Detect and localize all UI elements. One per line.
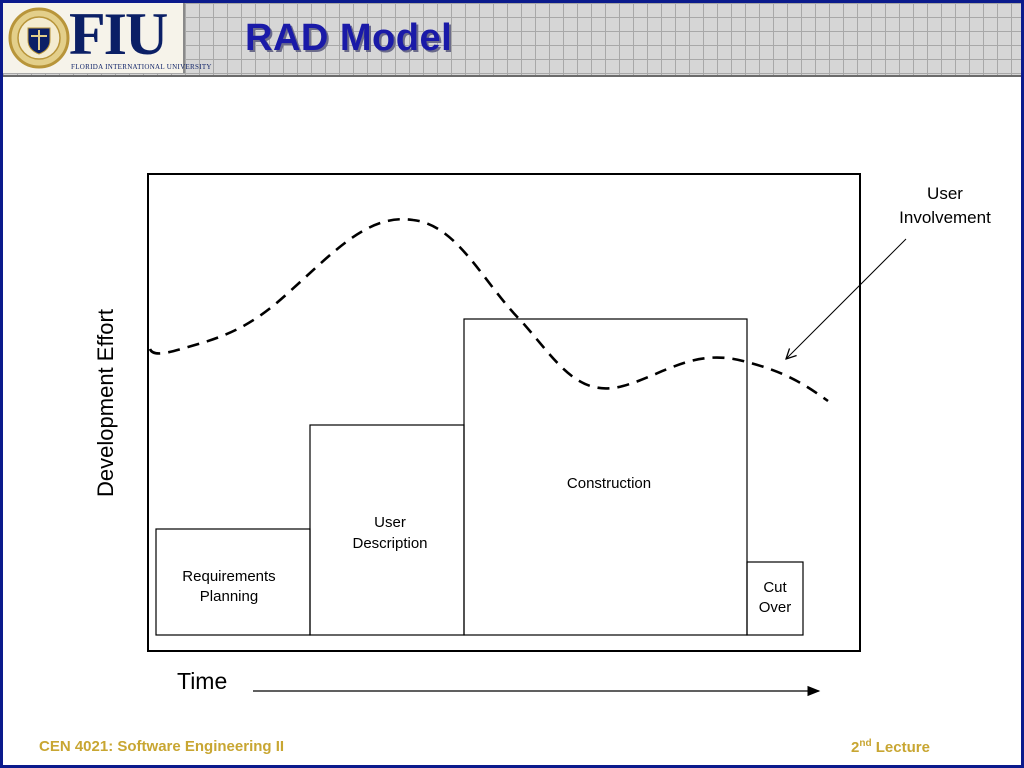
user-involvement-label-line2: Involvement bbox=[899, 208, 991, 227]
diagram-frame bbox=[147, 173, 861, 652]
logo-subtitle: FLORIDA INTERNATIONAL UNIVERSITY bbox=[71, 63, 212, 71]
construction-box bbox=[463, 318, 748, 636]
lecture-number: 2 bbox=[851, 739, 860, 756]
user-involvement-label-line1: User bbox=[927, 184, 963, 203]
user-involvement-pointer bbox=[786, 238, 907, 359]
logo-letters: FIU bbox=[69, 1, 168, 67]
user-involvement-curve bbox=[148, 217, 829, 403]
user-description-label-line1: User bbox=[374, 514, 406, 531]
construction-label: Construction bbox=[567, 475, 651, 492]
rad-diagram: Requirements Planning User Description C… bbox=[93, 173, 991, 697]
user-description-label-line2: Description bbox=[352, 535, 427, 552]
footer-lecture: 2nd Lecture bbox=[851, 738, 930, 756]
lecture-word: Lecture bbox=[871, 739, 930, 756]
requirements-label-line2: Planning bbox=[200, 588, 258, 605]
fiu-logo: FIU FLORIDA INTERNATIONAL UNIVERSITY bbox=[3, 1, 211, 73]
cut-over-box bbox=[746, 561, 804, 636]
x-axis-label: Time bbox=[177, 668, 227, 694]
footer-course: CEN 4021: Software Engineering II bbox=[39, 738, 285, 755]
university-seal-icon bbox=[8, 7, 70, 69]
requirements-label-line1: Requirements bbox=[182, 568, 275, 585]
header-bar: FIU FLORIDA INTERNATIONAL UNIVERSITY RAD… bbox=[3, 3, 1021, 77]
cut-over-label-line1: Cut bbox=[763, 579, 787, 596]
slide-title: RAD Model bbox=[245, 17, 453, 59]
y-axis-label: Development Effort bbox=[93, 309, 118, 497]
lecture-suffix: nd bbox=[859, 738, 872, 749]
cut-over-label-line2: Over bbox=[759, 599, 792, 616]
